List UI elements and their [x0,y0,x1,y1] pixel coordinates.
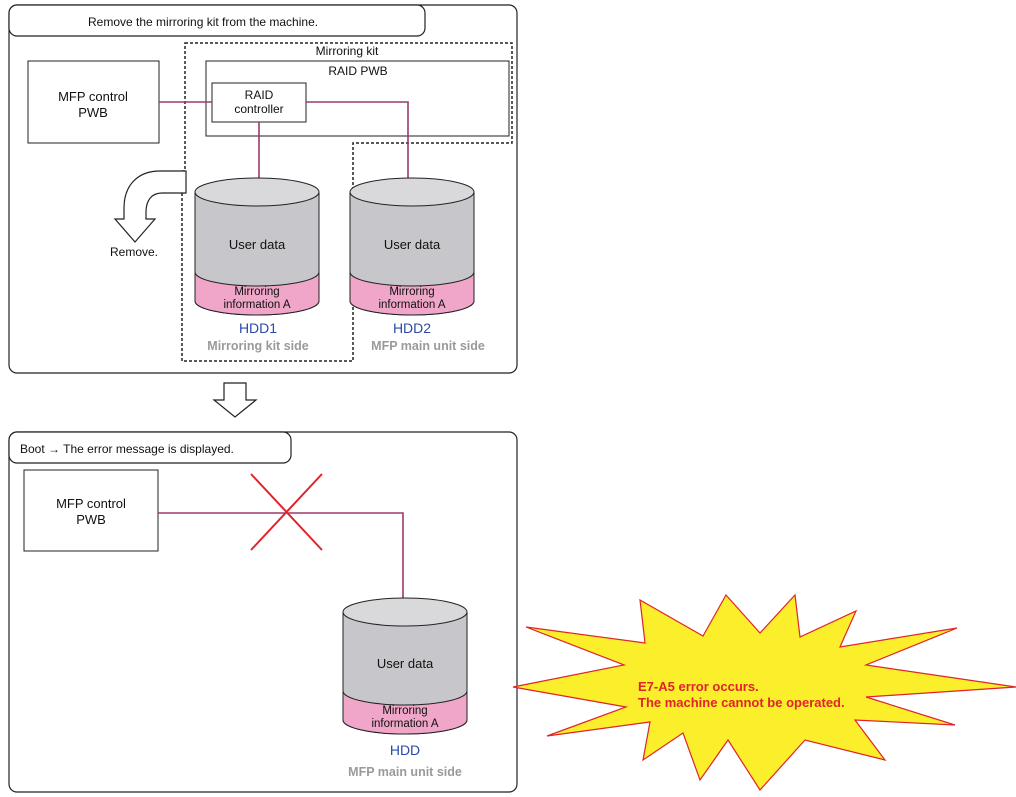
mirroring-kit-label: Mirroring kit [316,44,379,58]
error-burst: E7-A5 error occurs. The machine cannot b… [512,593,1016,791]
error-line1: E7-A5 error occurs. [638,679,759,694]
error-burst-shape [512,593,1016,791]
step1-title: Remove the mirroring kit from the machin… [88,15,318,29]
step1-panel: Remove the mirroring kit from the machin… [8,4,518,374]
hdd-name: HDD [390,742,420,758]
step2-mfp-control-pwb-label-line1: MFP control [56,496,126,511]
raid-controller-label-line2: controller [234,102,283,116]
hdd-user-data: User data [377,656,434,671]
next-step-arrow-icon [212,382,258,418]
raid-pwb-label: RAID PWB [328,64,387,78]
hdd1-mirroring-line2: information A [223,299,290,311]
step2-mfp-control-pwb-box [23,469,159,552]
hdd-mirroring-line2: information A [371,718,438,730]
remove-arrow-icon [113,170,187,243]
mfp-control-pwb-label-line2: PWB [78,105,108,120]
hdd2-user-data: User data [384,237,441,252]
step2-wire-mfp-to-hdd [158,512,404,605]
hdd1-side: Mirroring kit side [207,339,308,353]
hdd1-mirroring-line1: Mirroring [234,286,279,298]
step2-panel: Boot → The error message is displayed. M… [8,431,518,793]
error-line2: The machine cannot be operated. [638,695,845,710]
hdd2-side: MFP main unit side [371,339,485,353]
step2-mfp-control-pwb-label-line2: PWB [76,512,106,527]
raid-controller-box [211,82,307,123]
hdd2-name: HDD2 [393,320,431,336]
hdd1-user-data: User data [229,237,286,252]
hdd-mirroring-line1: Mirroring [382,705,427,717]
hdd1-name: HDD1 [239,320,277,336]
hdd2-mirroring-line2: information A [378,299,445,311]
mfp-control-pwb-label-line1: MFP control [58,89,128,104]
hdd-side: MFP main unit side [348,765,462,779]
hdd1-cylinder [194,177,320,316]
step2-title: Boot → The error message is displayed. [20,442,234,456]
hdd2-mirroring-line1: Mirroring [389,286,434,298]
connection-broken-cross-icon [250,473,323,551]
remove-label: Remove. [110,245,158,259]
raid-controller-label-line1: RAID [245,88,274,102]
step1-title-box [8,4,426,37]
mfp-control-pwb-box [27,60,160,144]
hdd2-cylinder [349,177,475,316]
wire-raid-to-hdd2 [306,101,409,193]
step2-title-box [8,431,292,464]
hdd-cylinder [342,597,468,735]
